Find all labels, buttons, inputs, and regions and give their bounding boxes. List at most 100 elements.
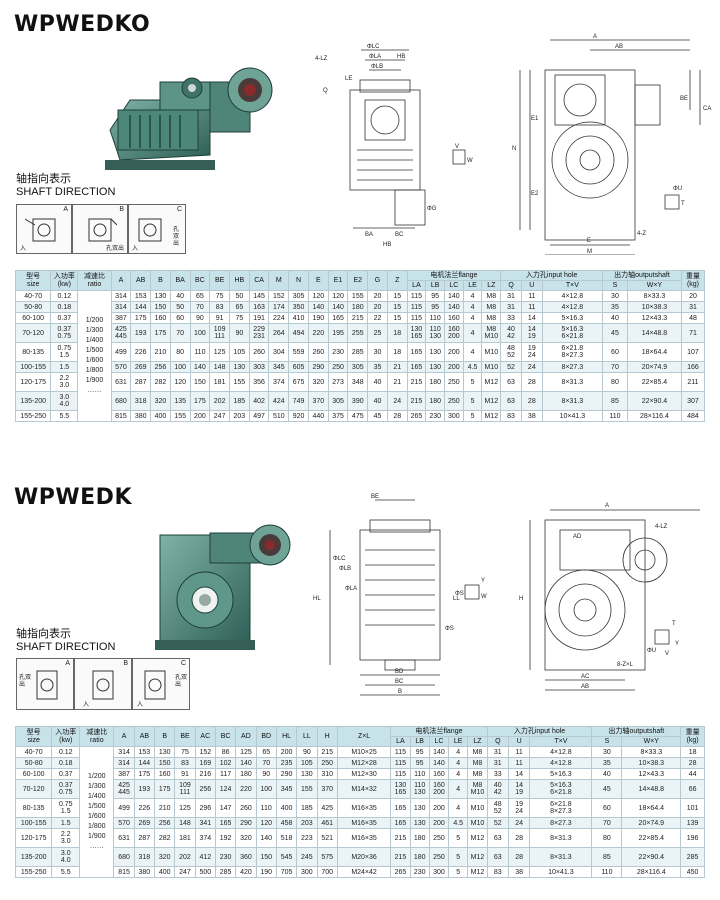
cell-output: 8×33.3 bbox=[621, 746, 682, 758]
cell-value: 499 bbox=[113, 798, 135, 818]
direction-diagram-icon bbox=[36, 670, 58, 700]
cell-output: 18×64.4 bbox=[621, 798, 682, 818]
cell-flange: M8 bbox=[481, 290, 502, 302]
cell-line: M10 bbox=[470, 789, 485, 796]
dim-label: HB bbox=[397, 54, 405, 60]
direction-box-c: C 入 孔双出 bbox=[132, 658, 190, 710]
cell-flange: 115 bbox=[406, 312, 427, 324]
cell-value: 15 bbox=[386, 301, 408, 313]
cell-line: 0.75 bbox=[57, 333, 72, 340]
cell-value: 20 bbox=[367, 290, 388, 302]
cell-value: 80 bbox=[169, 342, 191, 362]
cell-output: 22×90.4 bbox=[621, 847, 682, 867]
cell-line: 入功率 bbox=[55, 729, 77, 736]
cell-value: 174 bbox=[268, 301, 290, 313]
cell-line: 0.37 bbox=[57, 325, 72, 333]
cell-value: 40 bbox=[367, 372, 388, 392]
dim-label: N bbox=[512, 146, 516, 152]
cell-output: 8×33.3 bbox=[626, 290, 682, 302]
cell-value: 220 bbox=[235, 779, 257, 799]
cell-value: 155 bbox=[347, 290, 369, 302]
dim-label: BE bbox=[680, 96, 688, 102]
cell-value: 140 bbox=[255, 828, 277, 848]
product-photo bbox=[150, 515, 300, 655]
cell-value: 181 bbox=[209, 372, 230, 392]
cell-weight: 31 bbox=[680, 301, 706, 313]
cell-value: 90 bbox=[296, 746, 318, 758]
cell-line: 445 bbox=[115, 333, 127, 340]
cell-value: 675 bbox=[288, 372, 309, 392]
cell-line: 3.0 bbox=[59, 393, 70, 401]
cell-input: 8×27.3 bbox=[529, 817, 593, 829]
cell-value: 125 bbox=[235, 746, 257, 758]
header-cell: BD bbox=[255, 726, 277, 747]
cell-flange: 130 bbox=[409, 817, 430, 829]
cell-value: 370 bbox=[307, 391, 329, 411]
cell-value: 631 bbox=[113, 828, 135, 848]
header-cell: E bbox=[307, 270, 329, 291]
cell-value: 247 bbox=[174, 866, 196, 878]
cell-value: 91 bbox=[174, 768, 196, 780]
cell-line: ratio bbox=[87, 280, 102, 288]
cell-flange: M8 bbox=[467, 746, 488, 758]
direction-box-b: B 入 bbox=[74, 658, 132, 710]
cell-value: 341 bbox=[194, 817, 216, 829]
cell-value: 680 bbox=[110, 391, 132, 411]
direction-text: 入 bbox=[137, 702, 144, 708]
cell-value: 360 bbox=[235, 847, 257, 867]
dim-label: Q bbox=[323, 88, 328, 94]
cell-line: 111 bbox=[214, 333, 225, 340]
dim-label: ΦLA bbox=[369, 54, 381, 60]
cell-flange: 200 bbox=[428, 798, 450, 818]
ratio-value: 1/900 bbox=[85, 377, 104, 384]
cell-size: 155-250 bbox=[14, 410, 52, 422]
cell-value: 202 bbox=[174, 847, 196, 867]
cell-value: 320 bbox=[235, 828, 257, 848]
dim-label: B bbox=[398, 689, 402, 695]
cell-output: 40 bbox=[591, 768, 623, 780]
cell-flange: 180 bbox=[409, 847, 430, 867]
cell-value: 105 bbox=[229, 342, 250, 362]
cell-value: 90 bbox=[189, 312, 211, 324]
dim-label: V bbox=[665, 651, 669, 657]
cell-value: 575 bbox=[316, 847, 338, 867]
cell-value: 314 bbox=[110, 290, 132, 302]
cell-value: 605 bbox=[288, 361, 309, 373]
cell-value: 458 bbox=[275, 817, 298, 829]
cell-line: (kg) bbox=[686, 280, 700, 288]
cell-flange: 140 bbox=[444, 290, 464, 302]
cell-line: 130 bbox=[394, 781, 407, 789]
direction-diagram-icon bbox=[138, 218, 162, 242]
cell-flange: 115 bbox=[390, 757, 411, 769]
cell-input: 33 bbox=[500, 312, 522, 324]
cell-line: 229 bbox=[253, 325, 265, 333]
cell-value: 155 bbox=[229, 372, 250, 392]
cell-line: 52 bbox=[507, 352, 515, 359]
cell-value: 256 bbox=[194, 779, 216, 799]
cell-line: 40 bbox=[493, 781, 502, 789]
dim-label: AC bbox=[581, 674, 590, 680]
cell-line: 1.5 bbox=[59, 352, 70, 359]
cell-value: 147 bbox=[214, 798, 237, 818]
dim-label: A bbox=[593, 34, 597, 40]
dim-label: AD bbox=[573, 534, 582, 540]
cell-flange: 300 bbox=[428, 866, 450, 878]
cell-weight: 20 bbox=[680, 290, 706, 302]
cell-line: ratio bbox=[89, 736, 104, 744]
cell-value: 65 bbox=[229, 301, 250, 313]
ratio-value: 1/800 bbox=[85, 367, 104, 374]
cell-value: M16×35 bbox=[336, 798, 392, 818]
cell-value: 380 bbox=[130, 410, 152, 422]
cell-output: 28×116.4 bbox=[621, 866, 682, 878]
cell-value: 226 bbox=[130, 342, 152, 362]
